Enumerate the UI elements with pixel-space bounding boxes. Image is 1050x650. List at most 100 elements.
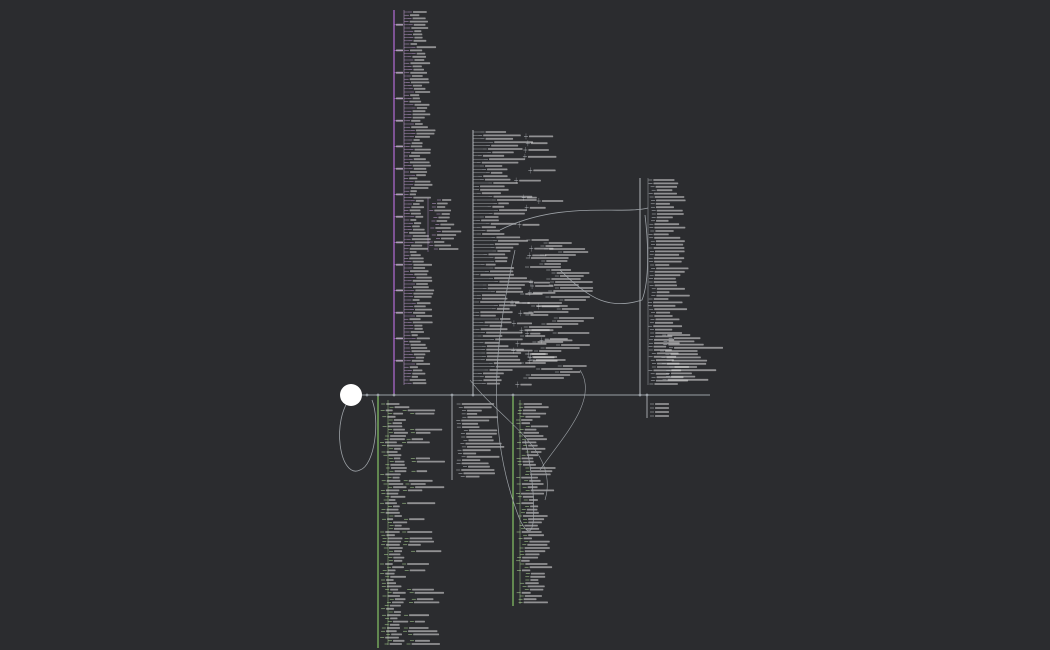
purple-leaf-label [416, 315, 433, 317]
purple-deep-leaf-label [436, 220, 448, 222]
purple-leaf-label [410, 212, 421, 215]
purple-leaf-label [414, 30, 422, 33]
right-deep-leaf-label [671, 372, 692, 375]
green2-leaf-label [524, 406, 549, 409]
green2-leaf-label [521, 419, 533, 421]
gray-far-leaf-label [530, 374, 571, 376]
timeline-junction [638, 393, 642, 397]
green-leaf-label [394, 470, 407, 473]
gray-far-leaf-label [530, 314, 549, 316]
purple-leaf-label [411, 244, 423, 247]
right-leaf-label [654, 308, 688, 311]
green2-leaf-label [524, 550, 546, 553]
green-deep-leaf-label [411, 643, 440, 645]
down-gray-leaf-label [465, 475, 480, 478]
gray-leaf-label [485, 263, 496, 266]
green-leaf-label [386, 534, 395, 537]
purple-leaf-label [413, 167, 427, 170]
purple-leaf-label [410, 43, 418, 45]
green-leaf-label [386, 451, 398, 453]
green-deep-leaf-label [414, 639, 430, 642]
purple-leaf-label [415, 199, 424, 202]
gray-leaf-label [498, 202, 509, 205]
gray-leaf-label [489, 369, 513, 371]
timeline-junction [376, 393, 380, 397]
gray-leaf-label [498, 209, 527, 212]
gray-far-leaf-label [545, 254, 576, 256]
green-deep-leaf-label [407, 409, 436, 412]
right-leaf-label [655, 372, 670, 375]
gray-far-leaf-label [527, 302, 562, 304]
root-node[interactable] [340, 384, 362, 406]
relation-curve-top [499, 207, 649, 231]
gray-leaf-label [488, 253, 506, 256]
purple-deep-leaf-label [441, 230, 462, 233]
purple-leaf-label [410, 81, 430, 84]
green-deep-leaf-label [409, 569, 426, 572]
green-leaf-label [388, 483, 404, 485]
purple-leaf-label [414, 295, 432, 298]
purple-leaf-label [414, 135, 430, 138]
right-leaf-label [655, 359, 674, 362]
right-leaf-label [653, 247, 685, 249]
gray-leaf-label [486, 345, 509, 348]
right-leaf-label [653, 281, 677, 283]
purple-deep-leaf-label [434, 244, 452, 247]
green-leaf-label [389, 643, 402, 645]
gray-leaf-label [480, 301, 520, 303]
green2-leaf-label [527, 438, 547, 441]
gray-leaf-label [484, 321, 512, 324]
gray-leaf-label [487, 287, 522, 290]
purple-leaf-label [414, 123, 423, 125]
gray-far-leaf-label [550, 296, 590, 298]
down-gray-leaf-label [461, 419, 490, 422]
right-deep-leaf-label [668, 343, 704, 346]
right-leaf-label [655, 243, 684, 246]
green-leaf-label [389, 604, 401, 607]
green-leaf-label [392, 566, 404, 569]
green-leaf-label [386, 508, 399, 511]
green-deep-leaf-label [415, 431, 431, 434]
green-deep-leaf-label [416, 460, 445, 463]
right-leaf-label [653, 179, 675, 181]
green2-leaf-label [523, 431, 539, 434]
gray-far-leaf-label [536, 305, 568, 307]
relation-curve-left [339, 395, 377, 472]
green-leaf-label [385, 409, 393, 412]
purple-subtopic-label [396, 359, 403, 362]
purple-leaf-label [410, 171, 428, 173]
right-leaf-label [655, 250, 685, 253]
gray-leaf-label [480, 273, 514, 276]
purple-leaf-label [412, 279, 433, 282]
green-deep-leaf-label [408, 479, 433, 482]
purple-leaf-label [414, 183, 433, 186]
purple-leaf-label [413, 353, 426, 356]
purple-leaf-label [409, 366, 418, 369]
gray-far-leaf-label [559, 287, 594, 289]
green2-leaf-label [530, 467, 556, 469]
gray-deep-leaf-label [528, 149, 549, 151]
gray-leaf-label [486, 355, 519, 358]
right-leaf-label [654, 274, 681, 277]
purple-subtopic-label [396, 49, 403, 52]
gray-deep-leaf-label [522, 223, 540, 226]
gray-deep-leaf-label [534, 247, 554, 250]
green2-leaf-label [521, 447, 546, 450]
timeline-junction [450, 393, 454, 397]
gray-leaf-label [494, 267, 515, 269]
purple-leaf-label [413, 263, 433, 266]
down-gray-leaf-label [463, 452, 477, 455]
purple-leaf-label [411, 359, 424, 362]
right-deep-leaf-label [666, 356, 701, 359]
purple-leaf-label [412, 286, 429, 289]
gray-leaf-label [487, 284, 525, 286]
green-leaf-label [394, 460, 405, 463]
green-leaf-label [385, 511, 400, 514]
purple-leaf-label [410, 187, 429, 189]
green2-leaf-label [530, 579, 539, 581]
gray-leaf-label [495, 338, 523, 341]
gray-far-leaf-label [545, 245, 563, 247]
right-leaf-label [655, 206, 674, 209]
green-leaf-label [392, 620, 409, 623]
